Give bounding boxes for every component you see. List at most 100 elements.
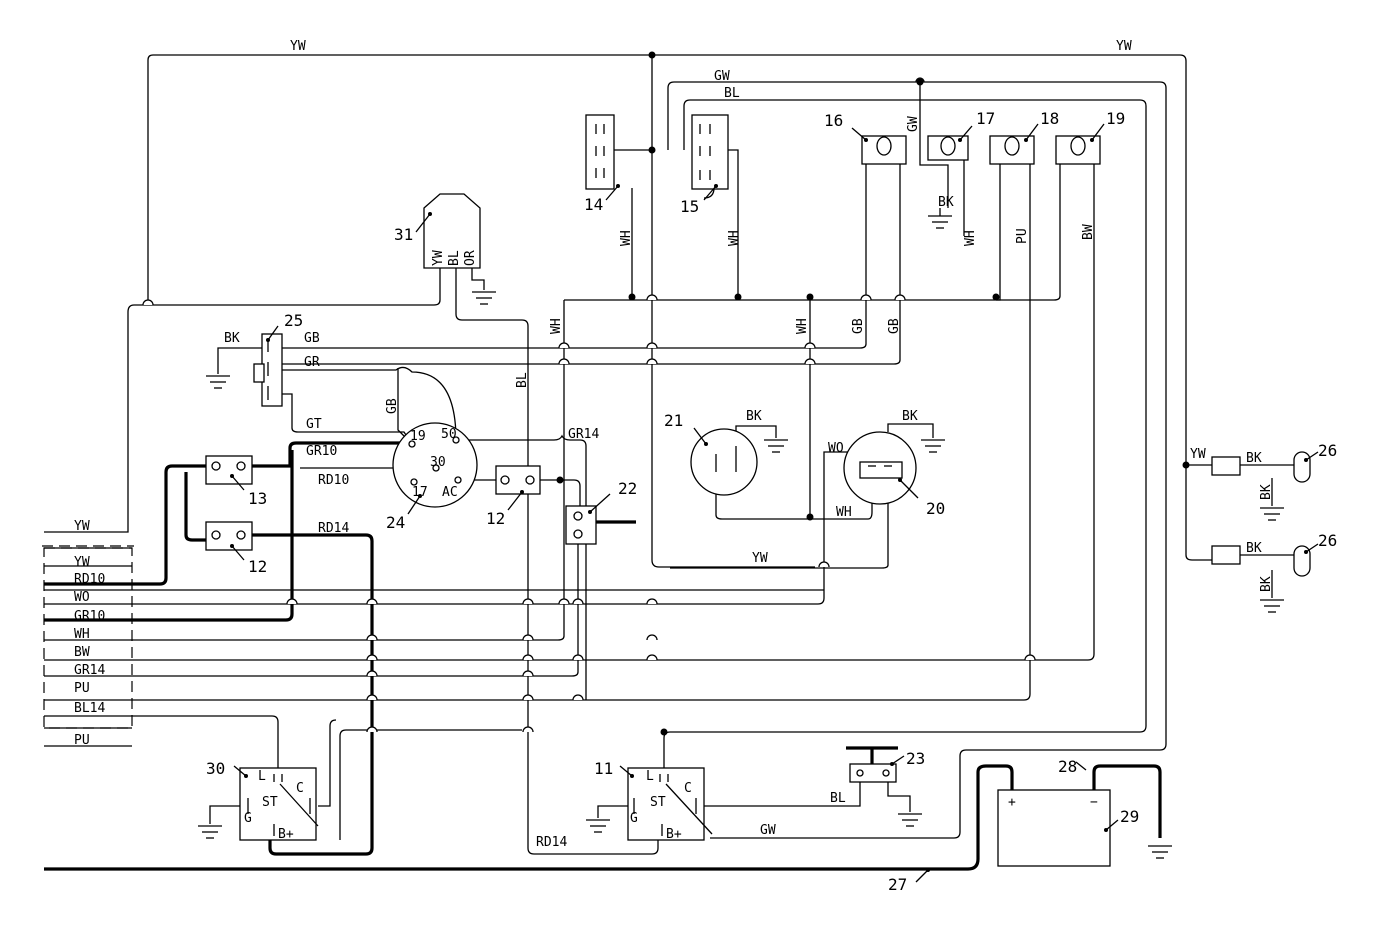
ignition-switch-11: L ST C G B+ 11 bbox=[594, 759, 713, 842]
lamp-17: 17 bbox=[927, 109, 995, 161]
harness-label: WO bbox=[74, 590, 90, 605]
terminal-label: C bbox=[684, 781, 692, 796]
pin-label: 19 bbox=[410, 429, 426, 444]
wire-label: BK bbox=[1246, 451, 1262, 466]
wire-label: BK bbox=[902, 409, 918, 424]
pin-label: 50 bbox=[441, 427, 457, 442]
harness-label: BL14 bbox=[74, 701, 105, 716]
harness-label: YW bbox=[74, 555, 90, 570]
component-number: 26 bbox=[1318, 531, 1337, 550]
component-number: 15 bbox=[680, 197, 699, 216]
wire-label: BK bbox=[746, 409, 762, 424]
component-number: 25 bbox=[284, 311, 303, 330]
wire-label: WH bbox=[795, 318, 810, 334]
component-number: 18 bbox=[1040, 109, 1059, 128]
switch-22: 22 bbox=[565, 479, 637, 545]
lamp-19: 19 bbox=[1055, 109, 1125, 165]
component-number: 30 bbox=[206, 759, 225, 778]
lamp-26-top: 26 bbox=[1211, 441, 1337, 483]
component-number: 11 bbox=[594, 759, 613, 778]
lamp-18: 18 bbox=[989, 109, 1059, 165]
component-number: 19 bbox=[1106, 109, 1125, 128]
junctions bbox=[556, 51, 1190, 736]
component-number: 16 bbox=[824, 111, 843, 130]
wire-labels: YW YW GW BL GW BK WH PU BW WH WH BK GB G… bbox=[224, 39, 1274, 850]
wire-label: WH bbox=[963, 230, 978, 246]
harness-label: RD10 bbox=[74, 572, 105, 587]
component-number: 20 bbox=[926, 499, 945, 518]
wire-label: GR bbox=[304, 355, 320, 370]
terminal-label: L bbox=[646, 769, 654, 784]
harness-label: GR10 bbox=[74, 609, 105, 624]
wire-label: BK bbox=[1259, 576, 1274, 592]
relay-12-right: 12 bbox=[486, 465, 541, 528]
component-number: 29 bbox=[1120, 807, 1139, 826]
wire-label: GR14 bbox=[568, 427, 599, 442]
wire-label: YW bbox=[752, 551, 768, 566]
wire-label: YW bbox=[290, 39, 306, 54]
ignition-switch-30: L ST C G B+ 30 bbox=[206, 759, 319, 842]
wire-label: BK bbox=[224, 331, 240, 346]
wire-label: BL bbox=[830, 791, 846, 806]
harness-label: BW bbox=[74, 645, 90, 660]
wire-label: BK bbox=[1246, 541, 1262, 556]
terminal-label: L bbox=[258, 769, 266, 784]
wires bbox=[44, 54, 1294, 855]
battery-29: + − 29 28 bbox=[997, 757, 1139, 867]
ground-symbols bbox=[197, 208, 1285, 859]
terminal-label: B+ bbox=[666, 827, 682, 842]
cable-27: 27 bbox=[888, 868, 930, 894]
component-number: 31 bbox=[394, 225, 413, 244]
component-number: 28 bbox=[1058, 757, 1077, 776]
wire-label: OR bbox=[463, 250, 478, 266]
terminal-label: G bbox=[244, 811, 252, 826]
wire-label: WO bbox=[828, 441, 844, 456]
battery-terminal: − bbox=[1090, 795, 1098, 810]
pin-label: 17 bbox=[412, 485, 428, 500]
wire-label: GB bbox=[887, 318, 902, 334]
relay-12-left: 12 bbox=[205, 521, 267, 576]
wire-label: WH bbox=[727, 230, 742, 246]
relay-13: 13 bbox=[205, 455, 267, 508]
terminal-label: C bbox=[296, 781, 304, 796]
lamp-16: 16 bbox=[824, 111, 907, 165]
wire-label: RD14 bbox=[318, 521, 349, 536]
harness-label: PU bbox=[74, 733, 90, 748]
component-number: 12 bbox=[248, 557, 267, 576]
wire-label: WH bbox=[836, 505, 852, 520]
wire-label: GW bbox=[760, 823, 776, 838]
wire-label: BL bbox=[515, 372, 530, 388]
wire-label: WH bbox=[619, 230, 634, 246]
switch-15: 15 bbox=[680, 114, 729, 216]
wire-label: BK bbox=[938, 195, 954, 210]
horn-21: 21 bbox=[664, 411, 758, 496]
component-number: 26 bbox=[1318, 441, 1337, 460]
wire-label: GB bbox=[304, 331, 320, 346]
component-number: 12 bbox=[486, 509, 505, 528]
component-number: 23 bbox=[906, 749, 925, 768]
switch-23: 23 bbox=[849, 749, 925, 783]
sender-31: 31 YW BL OR bbox=[394, 193, 481, 269]
harness-label: GR14 bbox=[74, 663, 105, 678]
wire-label: YW bbox=[1116, 39, 1132, 54]
relay-25: 25 bbox=[253, 311, 303, 407]
wire-label: YW bbox=[1190, 447, 1206, 462]
wire-label: GT bbox=[306, 417, 322, 432]
wire-label: YW bbox=[431, 250, 446, 266]
battery-terminal: + bbox=[1008, 795, 1016, 810]
wire-label: BK bbox=[1259, 484, 1274, 500]
terminal-label: G bbox=[630, 811, 638, 826]
component-number: 21 bbox=[664, 411, 683, 430]
lamp-26-bottom: 26 bbox=[1211, 531, 1337, 577]
thick-wires bbox=[44, 441, 1162, 871]
wire-label: BL bbox=[724, 86, 740, 101]
component-number: 27 bbox=[888, 875, 907, 894]
component-number: 14 bbox=[584, 195, 603, 214]
terminal-label: B+ bbox=[278, 827, 294, 842]
crossovers bbox=[142, 77, 1036, 733]
harness-label: YW bbox=[74, 519, 90, 534]
component-number: 22 bbox=[618, 479, 637, 498]
pin-label: 30 bbox=[430, 455, 446, 470]
pin-label: AC bbox=[442, 485, 458, 500]
